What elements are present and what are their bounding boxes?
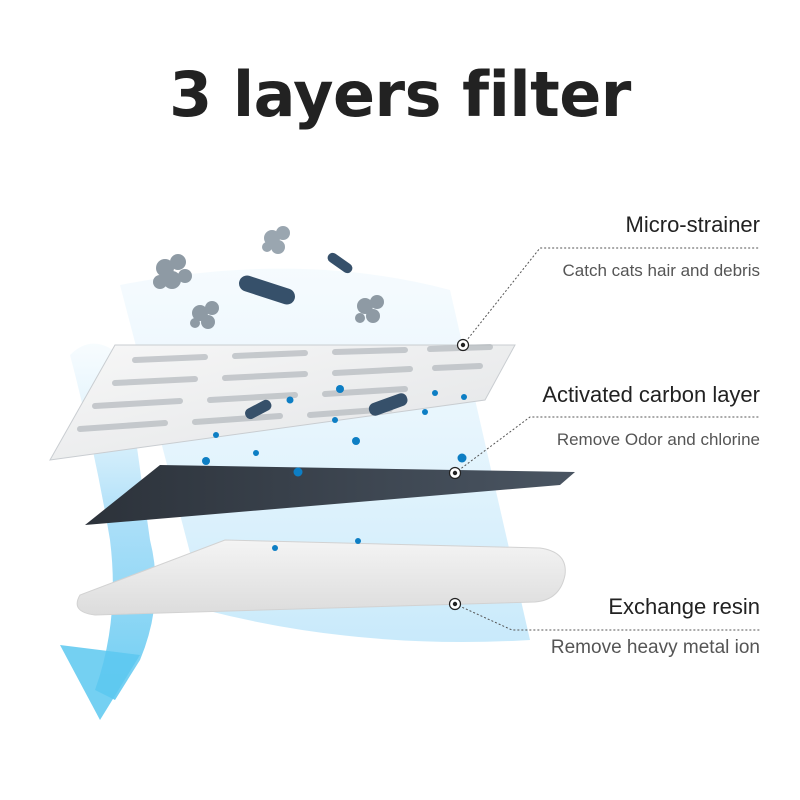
exchange-resin-description: Remove heavy metal ion [550, 637, 760, 658]
bacteria-icon [239, 252, 408, 420]
callout-dot-icon [448, 338, 470, 611]
dissolved-particle-icon [202, 385, 467, 551]
debris-particle-icon [153, 254, 192, 289]
exchange-resin-label: Exchange resin [608, 594, 760, 619]
page-title: 3 layers filter [169, 58, 631, 131]
callout-leader-lines [454, 247, 760, 631]
micro-strainer-label: Micro-strainer [625, 212, 760, 237]
exchange-resin-layer-icon [76, 539, 566, 616]
activated-carbon-layer-icon [85, 465, 575, 525]
debris-particle-icon [262, 226, 290, 254]
micro-strainer-layer-icon [49, 344, 516, 461]
debris-particle-icon [190, 301, 219, 329]
activated-carbon-label: Activated carbon layer [542, 382, 760, 407]
activated-carbon-description: Remove Odor and chlorine [556, 430, 760, 449]
micro-strainer-description: Catch cats hair and debris [562, 261, 761, 280]
debris-particle-icon [355, 295, 384, 323]
